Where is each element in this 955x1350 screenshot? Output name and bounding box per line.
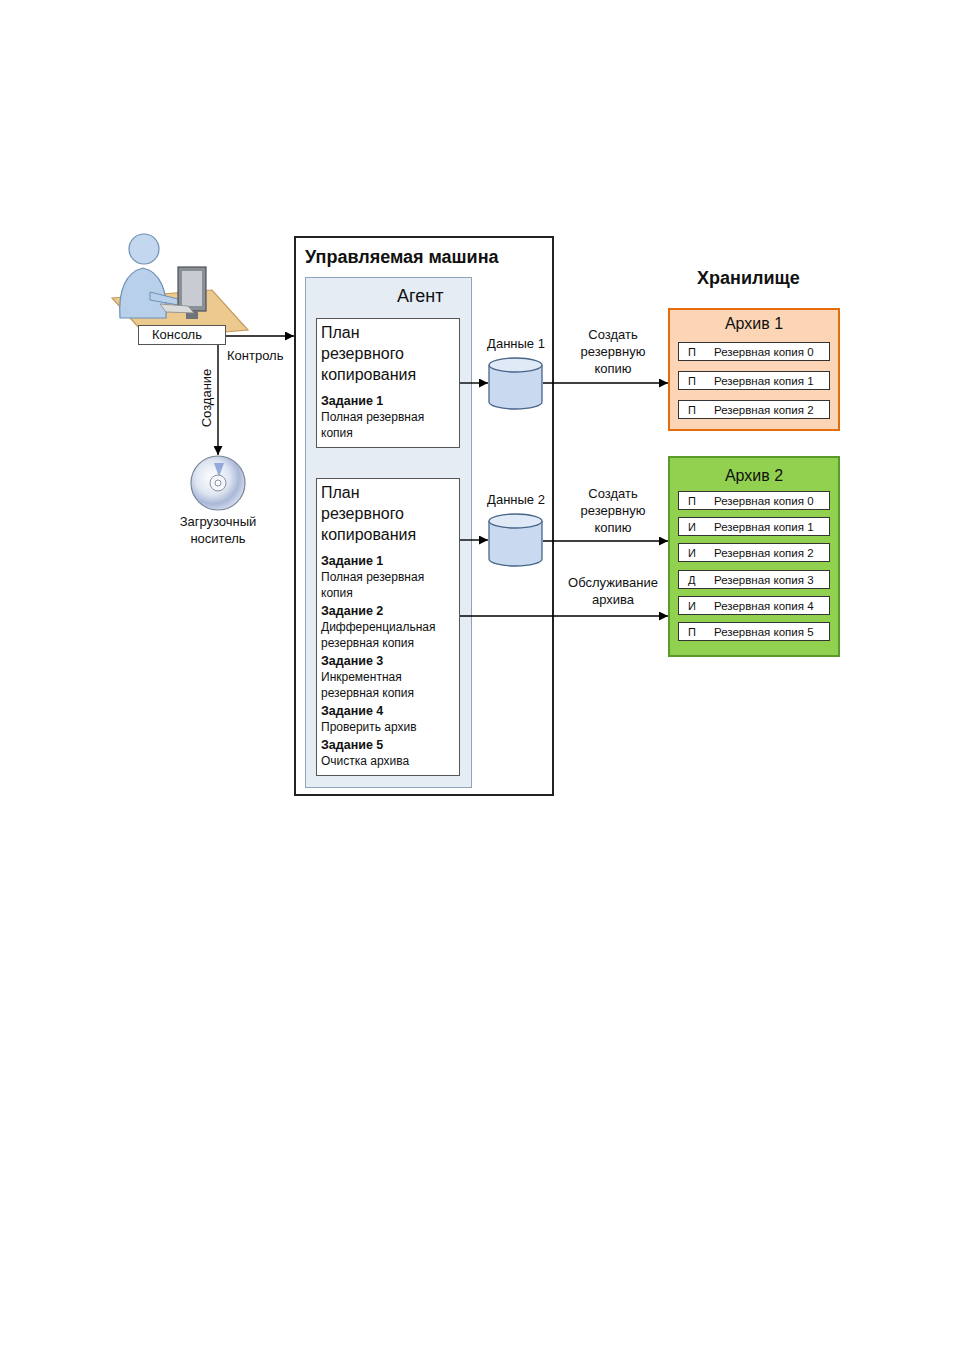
node-text: Задание 2 [321,603,455,619]
node-title: П [688,494,696,508]
backup-row: П Резервная копия 5 [678,622,830,641]
node-title: План резервного копирования [321,482,431,545]
connector-arrow [460,539,488,540]
node-title: Данные 1 [476,336,556,351]
cylinder-top [489,358,542,372]
backup-row: И Резервная копия 1 [678,517,830,536]
keyboard [160,304,194,313]
cylinder-outline [488,513,543,567]
backup-plan: План резервного копированияЗадание 1Полн… [316,478,460,776]
boot-media: Загрузочный носитель [190,455,246,511]
disc-surface [191,456,245,510]
node-title: И [688,546,696,560]
node-title: Архив 1 [670,315,838,333]
cylinder-top [489,514,542,528]
connector-arrow [543,540,668,541]
backup-row: П Резервная копия 1 [678,371,830,390]
archive-box: Архив 2 П Резервная копия 0 И Резервная копи… [668,456,840,657]
section-heading: Хранилище [697,268,800,289]
disc-outline [190,455,246,511]
node-title: П [688,403,696,417]
user-illustration [112,234,248,338]
backup-row: И Резервная копия 4 [678,596,830,615]
node-title: П [688,625,696,639]
node-title: Данные 2 [476,492,556,507]
node-text: Очистка архива [321,753,446,769]
node-text: Полная резервная копия [321,569,446,601]
node-text: Полная резервная копия [321,409,446,441]
node-title: Д [688,573,695,587]
connector-arrow [543,382,668,383]
backup-row: П Резервная копия 0 [678,342,830,361]
node-title: И [688,599,696,613]
monitor [178,267,206,311]
node-text: Резервная копия 1 [714,520,814,534]
backup-row: П Резервная копия 0 [678,491,830,510]
node-text: Резервная копия 0 [714,494,814,508]
node-text: Задание 1 [321,553,455,569]
node-title: И [688,520,696,534]
node-text: Резервная копия 2 [714,546,814,560]
monitor-screen [182,271,202,306]
node-text: Резервная копия 5 [714,625,814,639]
cylinder-outline [488,357,543,410]
edge-label: Создать резервную копию [573,326,653,377]
node-title: Управляемая машина [305,247,499,268]
node-text: Резервная копия 4 [714,599,814,613]
node-text: Задание 3 [321,653,455,669]
backup-row: П Резервная копия 2 [678,400,830,419]
node-title: План резервного копирования [321,322,431,385]
node-title: Агент [397,286,443,307]
backup-row: И Резервная копия 2 [678,543,830,562]
disc-hub [210,475,226,491]
node-text: Резервная копия 3 [714,573,814,587]
data-cylinder: Данные 2 [488,513,543,567]
node-text: Задание 5 [321,737,455,753]
backup-row: Д Резервная копия 3 [678,570,830,589]
edge-label: Обслуживание архива [558,574,668,608]
user-body [120,268,167,318]
node-title: П [688,374,696,388]
backup-plan: План резервного копированияЗадание 1Полн… [316,318,460,448]
node-text: Резервная копия 2 [714,403,814,417]
node-text: Резервная копия 0 [714,345,814,359]
edge-label: Создание [199,363,215,433]
archive-box: Архив 1 П Резервная копия 0 П Резервная копи… [668,308,840,431]
node-text: Инкрементная резервная копия [321,669,446,701]
node-text: Задание 4 [321,703,455,719]
agent-box: АгентПлан резервного копированияЗадание … [305,277,472,788]
connector-arrow [460,382,488,383]
connector-arrow [226,335,294,336]
node-text: Дифференциальная резервная копия [321,619,446,651]
node-text: Проверить архив [321,719,446,735]
node-title: Архив 2 [670,467,838,485]
disc-hole [215,480,221,486]
edge-label: Создать резервную копию [573,485,653,536]
managed-machine: Управляемая машинаАгентПлан резервного к… [294,236,554,796]
node-title: П [688,345,696,359]
data-cylinder: Данные 1 [488,357,543,410]
node-text: Задание 1 [321,393,455,409]
console-box: Консоль [138,325,226,345]
connector-arrow [460,615,668,616]
user-head [129,234,159,264]
node-title: Загрузочный носитель [168,513,268,547]
node-text: Резервная копия 1 [714,374,814,388]
connector-arrow [217,345,218,455]
edge-label: Контроль [227,348,283,363]
node-title: Консоль [139,326,225,343]
